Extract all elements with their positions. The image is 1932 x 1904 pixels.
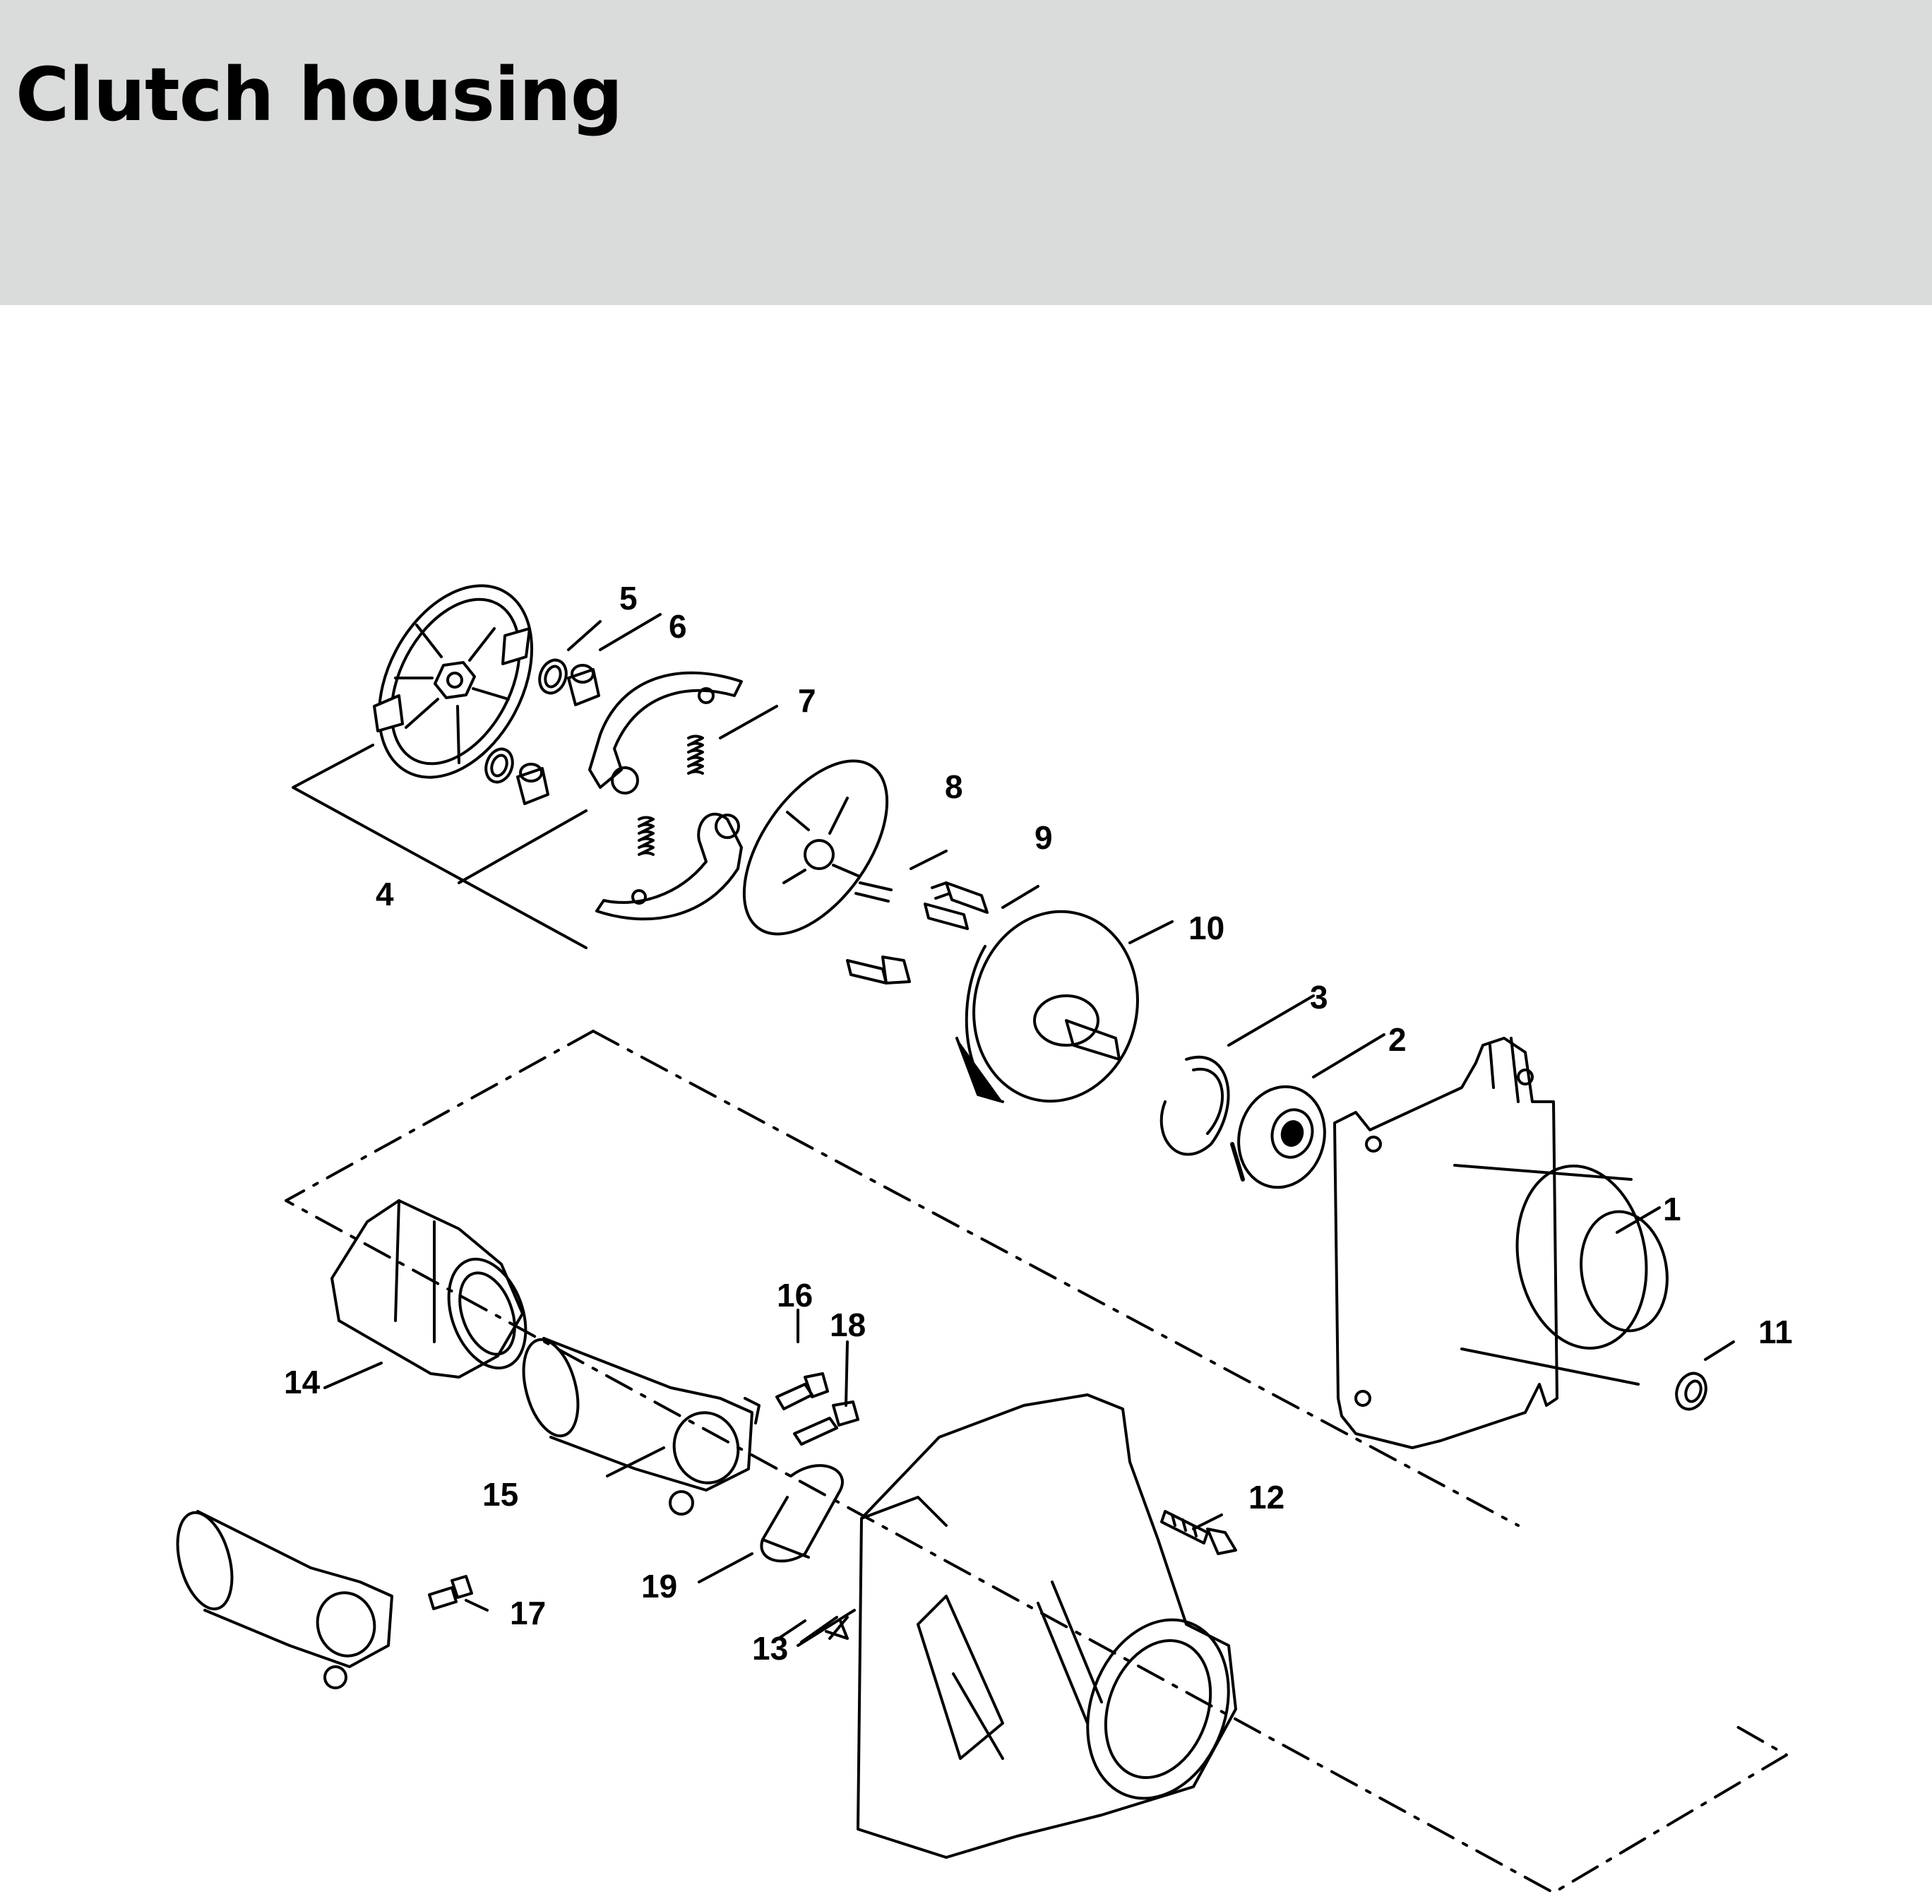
clamp-part-14 bbox=[330, 1199, 527, 1379]
label-3: 3 bbox=[1310, 979, 1328, 1016]
page-title: Clutch housing bbox=[16, 52, 623, 138]
screw-part-9 bbox=[846, 881, 989, 984]
label-6: 6 bbox=[669, 608, 687, 645]
label-8: 8 bbox=[945, 768, 963, 805]
spring-part-7 bbox=[638, 734, 704, 856]
label-2: 2 bbox=[1388, 1021, 1407, 1058]
screw-part-18 bbox=[793, 1400, 859, 1446]
clutch-drum-part-10 bbox=[955, 910, 1139, 1103]
leader-lines bbox=[323, 613, 1735, 1647]
assembly-bracket-4 bbox=[292, 744, 588, 949]
sleeve-part-15 bbox=[522, 1337, 761, 1516]
label-13: 13 bbox=[752, 1630, 788, 1667]
exploded-parts-diagram: 1 2 3 4 5 6 7 8 9 10 11 12 13 14 15 16 1… bbox=[176, 580, 1793, 1894]
gear-housing-part-13 bbox=[857, 1393, 1237, 1859]
screw-part-12 bbox=[1160, 1510, 1237, 1555]
clutch-carrier bbox=[373, 584, 534, 779]
clutch-shoe-upper bbox=[588, 671, 743, 795]
page-header: Clutch housing bbox=[0, 0, 1932, 305]
label-16: 16 bbox=[777, 1277, 813, 1314]
label-17: 17 bbox=[510, 1595, 546, 1631]
sleeve-part-6 bbox=[516, 664, 600, 805]
screw-part-16 bbox=[775, 1372, 829, 1410]
label-4: 4 bbox=[376, 876, 394, 912]
assembly-dash-outline bbox=[285, 1030, 1788, 1894]
clutch-shoe-lower bbox=[595, 812, 743, 921]
label-18: 18 bbox=[830, 1307, 866, 1343]
label-10: 10 bbox=[1188, 910, 1224, 946]
label-11: 11 bbox=[1758, 1314, 1793, 1350]
part-labels: 1 2 3 4 5 6 7 8 9 10 11 12 13 14 15 16 1… bbox=[284, 580, 1793, 1667]
housing-part-1 bbox=[1333, 1037, 1669, 1449]
label-5: 5 bbox=[619, 580, 638, 617]
spring-clip-part-19 bbox=[760, 1464, 844, 1563]
label-12: 12 bbox=[1248, 1479, 1284, 1516]
washer-part-8 bbox=[742, 759, 889, 936]
label-1: 1 bbox=[1663, 1191, 1681, 1227]
sleeve-part-17 bbox=[176, 1510, 393, 1689]
ball-bearing-part-2 bbox=[1230, 1085, 1326, 1189]
circlip-part-3 bbox=[1159, 1056, 1230, 1156]
ring-part-11 bbox=[1675, 1372, 1707, 1411]
ring-part-5 bbox=[484, 658, 568, 784]
screw-part-17 bbox=[428, 1575, 473, 1610]
label-15: 15 bbox=[482, 1476, 518, 1513]
label-14: 14 bbox=[284, 1364, 321, 1400]
label-19: 19 bbox=[641, 1568, 677, 1605]
label-7: 7 bbox=[798, 682, 816, 719]
label-9: 9 bbox=[1034, 819, 1053, 856]
